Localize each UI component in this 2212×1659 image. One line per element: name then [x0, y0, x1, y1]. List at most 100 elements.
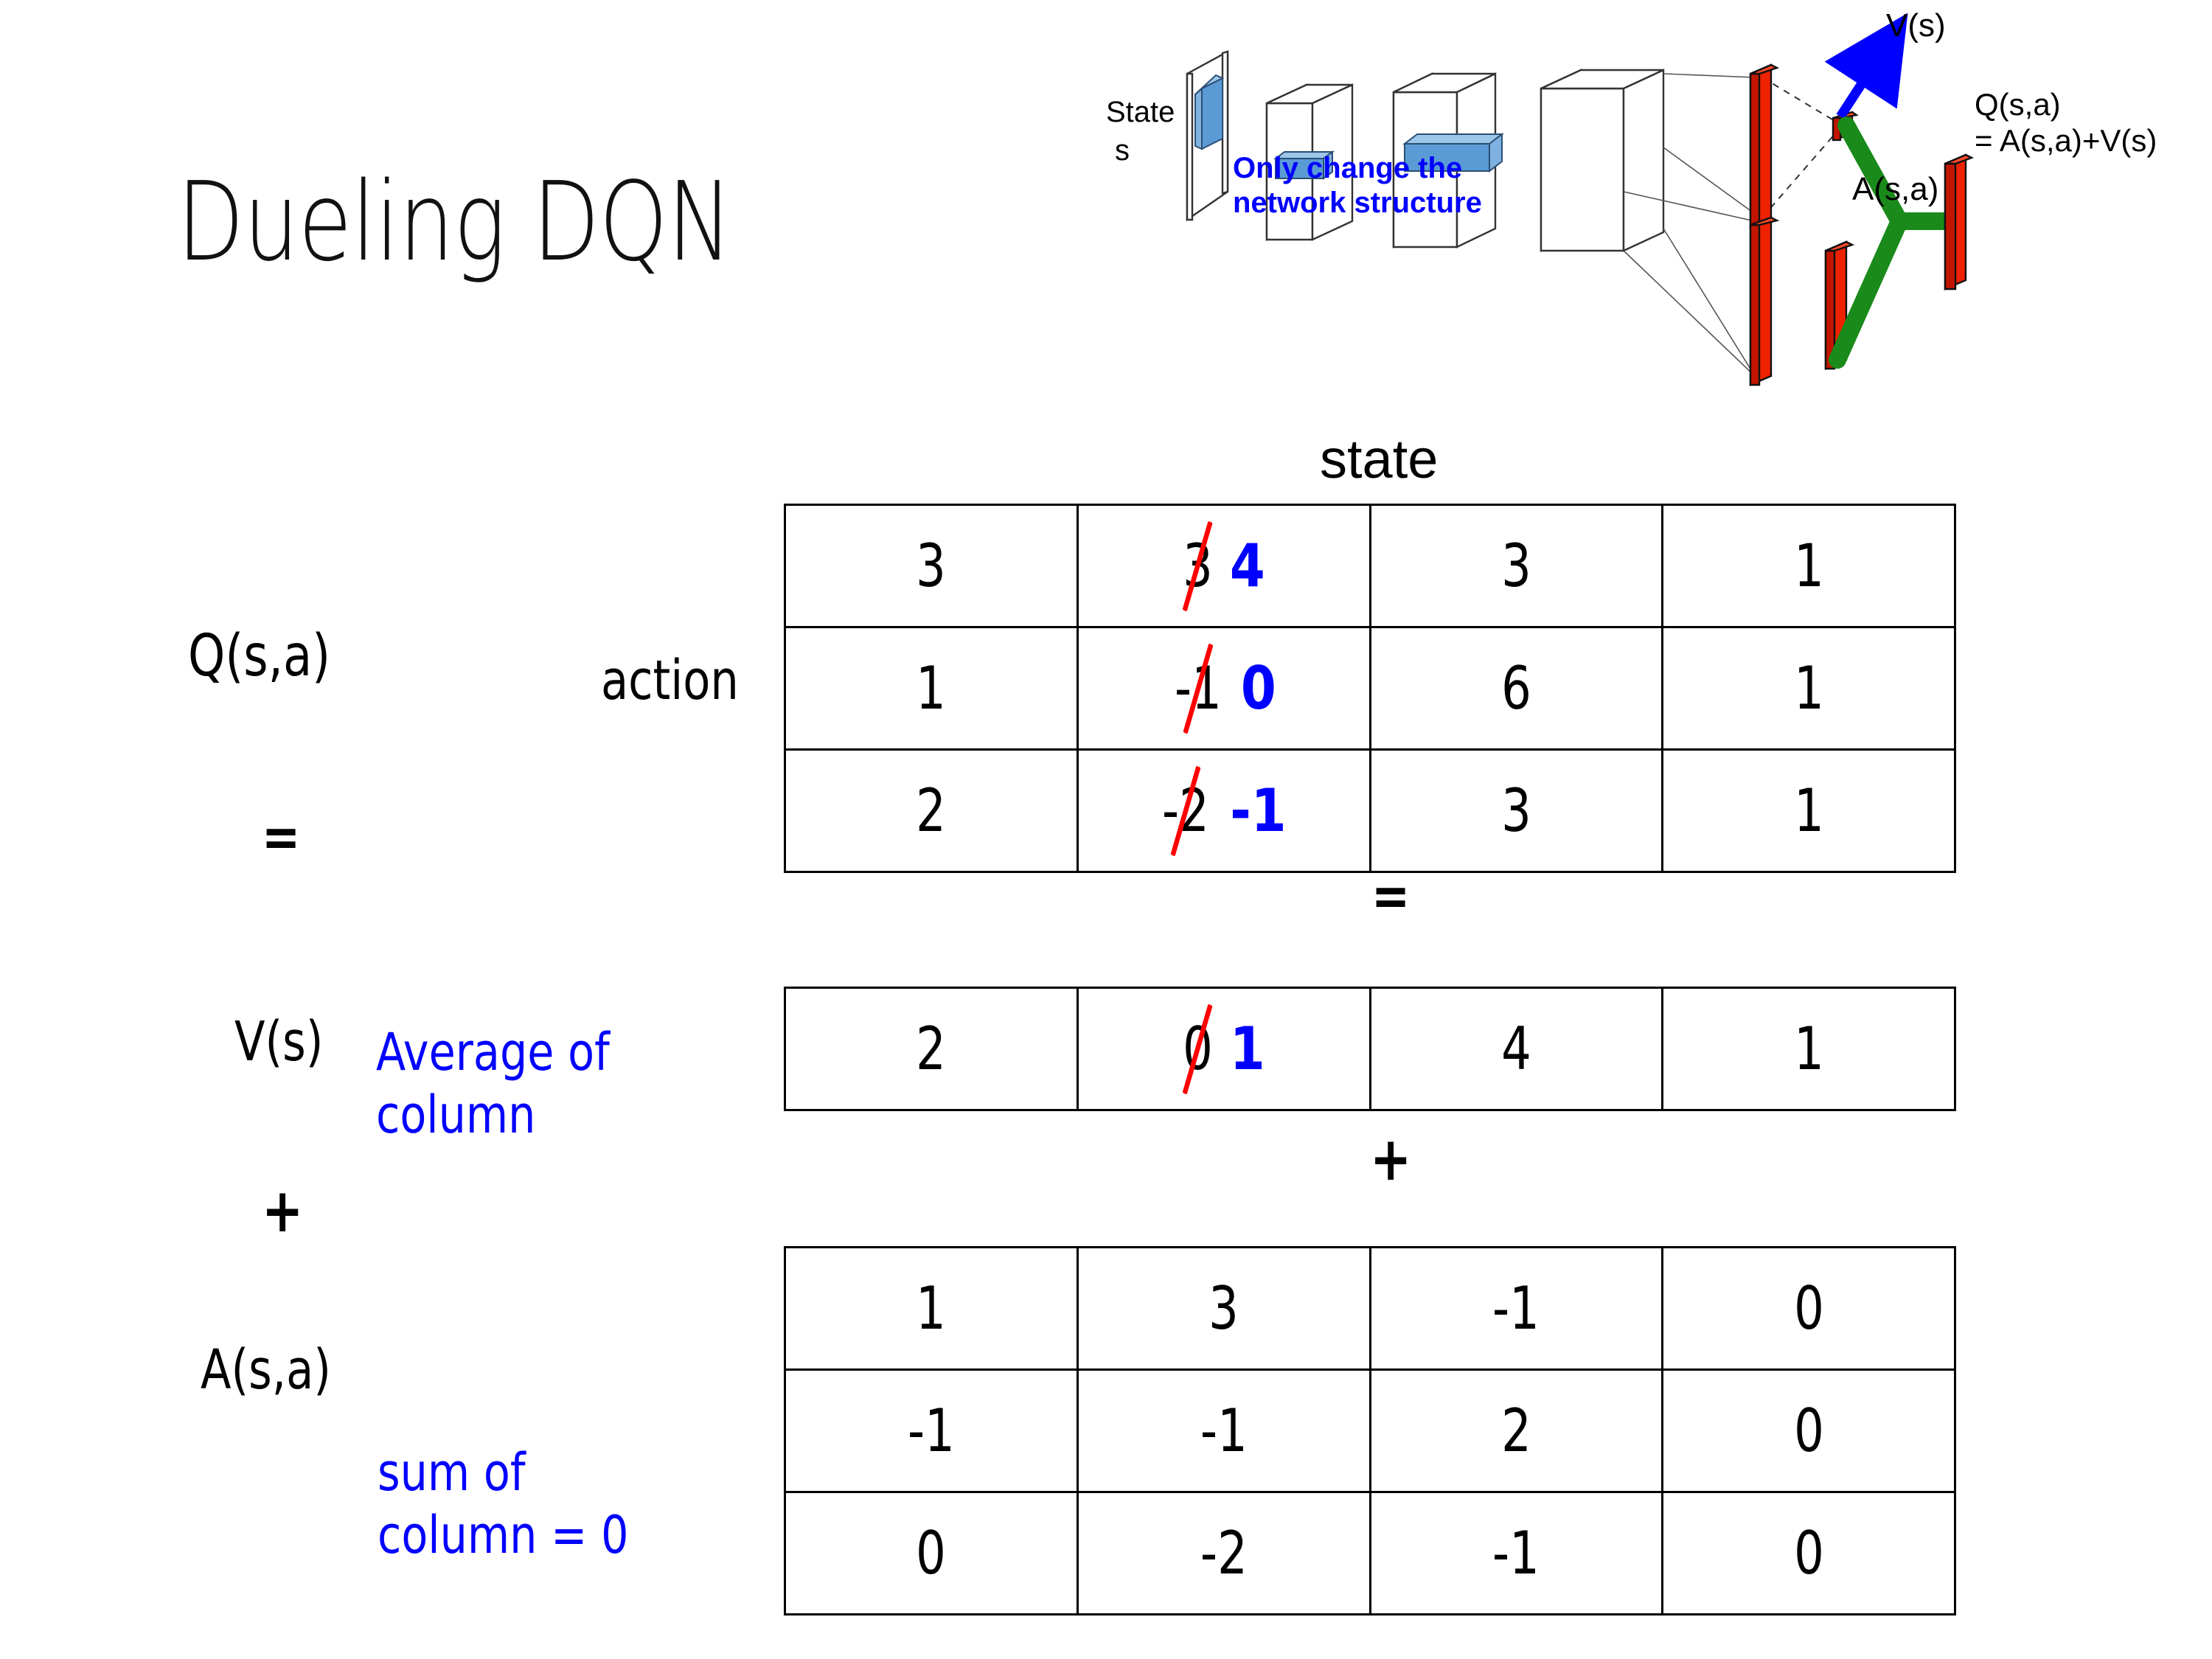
table-cell: 1 — [1661, 626, 1956, 751]
cell-value: 1 — [1793, 532, 1824, 600]
table-cell: 3 — [784, 504, 1079, 628]
state-input-label-line2: s — [1115, 134, 1130, 167]
table-row: 2 -2 -1 3 1 — [784, 748, 1956, 873]
cell-value: -1 — [1492, 1274, 1540, 1343]
new-value: 0 — [1240, 654, 1276, 723]
q-output-label-line2: = A(s,a)+V(s) — [1975, 123, 2157, 158]
q-output-label-line1: Q(s,a) — [1975, 87, 2061, 122]
strikethrough-mark — [1170, 765, 1201, 857]
cell-value: 4 — [1501, 1015, 1531, 1083]
value-arrow-icon — [1824, 13, 1908, 119]
old-value: -2 — [1162, 765, 1209, 857]
conv-patch-1-icon — [1273, 150, 1335, 180]
strikethrough-mark — [1183, 1003, 1214, 1095]
cell-value: 1 — [916, 654, 947, 723]
sum-note-line2: column = 0 — [378, 1505, 629, 1566]
merge-connector-icon — [1829, 116, 1963, 369]
cell-value: 0 — [916, 1519, 947, 1587]
cell-value: -1 — [907, 1397, 955, 1465]
cell-value: 3 — [1501, 776, 1531, 845]
q-output-bar-icon — [1944, 153, 1975, 291]
diagram-note-line1: Only change the — [1233, 152, 1463, 184]
dueling-network-diagram: State s Only change the network structur… — [1099, 7, 2205, 406]
value-stream-label: V(s) — [1886, 7, 1946, 44]
plus-sign-left: + — [262, 1176, 304, 1246]
a-value-table: 1 3 -1 0 -1 -1 2 0 0 -2 -1 0 — [784, 1246, 1956, 1615]
cell-value: 3 — [1208, 1274, 1239, 1343]
table-cell: -1 — [1368, 1491, 1664, 1615]
table-cell: 1 — [1661, 748, 1956, 873]
a-table-body: 1 3 -1 0 -1 -1 2 0 0 -2 -1 0 — [784, 1246, 1956, 1615]
cell-value: -1 — [1200, 1397, 1248, 1465]
table-cell: 2 — [1368, 1368, 1664, 1493]
old-value: -1 — [1175, 642, 1222, 734]
strikethrough-mark — [1183, 642, 1214, 734]
diagram-note-line2: network structure — [1233, 187, 1482, 219]
cell-value: 1 — [1793, 776, 1824, 845]
table-cell: 3 — [1368, 748, 1664, 873]
action-axis-label: action — [601, 649, 739, 712]
connector-lines — [1623, 73, 1756, 377]
table-cell: 3 — [1368, 504, 1664, 628]
cell-value: 0 — [1793, 1397, 1824, 1465]
cell-value: 0 — [1793, 1274, 1824, 1343]
table-cell: 2 — [784, 748, 1079, 873]
average-note-line2: column — [376, 1085, 536, 1146]
equals-sign-middle: = — [1371, 863, 1410, 928]
cell-value: 1 — [1793, 654, 1824, 723]
table-cell: 4 — [1368, 987, 1664, 1111]
table-cell: 0 — [1661, 1491, 1956, 1615]
new-value: -1 — [1230, 776, 1287, 845]
a-table-label: A(s,a) — [201, 1338, 331, 1402]
cell-value: 2 — [1501, 1397, 1531, 1465]
table-cell: 6 — [1368, 626, 1664, 751]
table-cell: -1 — [1076, 1368, 1371, 1493]
table-cell: 1 — [1661, 987, 1956, 1111]
conv-patch-2-icon — [1402, 132, 1504, 173]
table-cell: 3 — [1076, 1246, 1371, 1371]
average-note-line1: Average of — [376, 1022, 610, 1082]
input-patch-icon — [1194, 74, 1225, 150]
old-value: 3 — [1183, 520, 1214, 612]
new-value: 4 — [1230, 532, 1266, 600]
v-table-label: V(s) — [234, 1010, 324, 1074]
cell-value: -1 — [1492, 1519, 1540, 1587]
cell-value: 2 — [916, 776, 947, 845]
table-row: 0 -2 -1 0 — [784, 1491, 1956, 1615]
table-row: 1 -1 0 6 1 — [784, 626, 1956, 751]
equals-sign-left: = — [262, 804, 300, 869]
table-cell-edited: -1 0 — [1076, 626, 1371, 751]
advantage-stream-bar-icon — [1749, 216, 1780, 386]
table-cell: 1 — [1661, 504, 1956, 628]
cell-value: 3 — [1501, 532, 1531, 600]
table-cell: -1 — [784, 1368, 1079, 1493]
table-cell: 2 — [784, 987, 1079, 1111]
table-cell: 0 — [784, 1491, 1079, 1615]
cell-value: 0 — [1793, 1519, 1824, 1587]
cell-value: -2 — [1200, 1519, 1248, 1587]
conv-block-1-icon — [1265, 83, 1354, 241]
new-value: 1 — [1230, 1015, 1266, 1083]
cell-value: 1 — [1793, 1015, 1824, 1083]
conv-block-3-icon — [1540, 69, 1665, 252]
state-axis-label: state — [1320, 428, 1439, 490]
sum-note-line1: sum of — [378, 1442, 526, 1503]
page-title: Dueling DQN — [177, 159, 733, 285]
cell-value: 6 — [1501, 654, 1531, 723]
strikethrough-mark — [1183, 520, 1214, 612]
table-cell: 0 — [1661, 1246, 1956, 1371]
dashed-lines — [1761, 77, 1837, 218]
table-cell: 0 — [1661, 1368, 1956, 1493]
table-cell: -2 — [1076, 1491, 1371, 1615]
table-cell: 1 — [784, 1246, 1079, 1371]
table-cell: 1 — [784, 626, 1079, 751]
average-note: Average of column — [376, 1021, 610, 1147]
cell-value: 1 — [916, 1274, 947, 1343]
table-cell-edited: -2 -1 — [1076, 748, 1371, 873]
